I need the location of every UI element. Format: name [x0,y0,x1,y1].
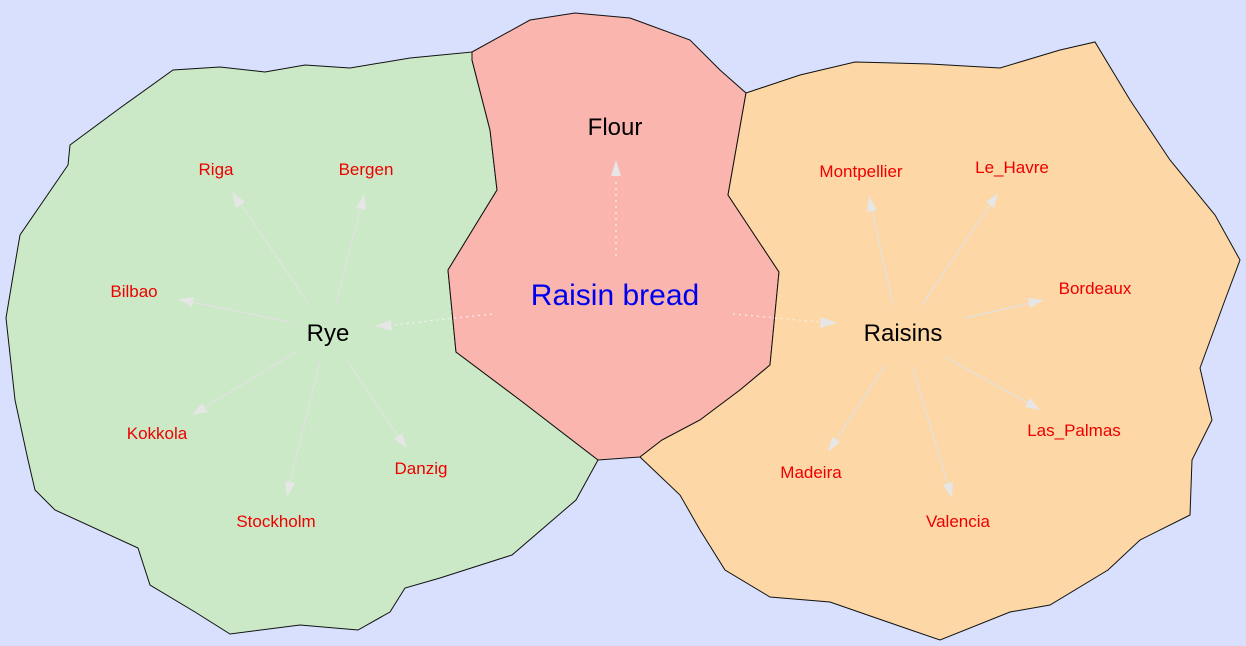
edge-raisins-to-le-havre [921,204,991,306]
leaf-label-madeira: Madeira [780,463,842,482]
arrowhead-madeira [828,437,840,452]
arrowhead-las-palmas [1025,398,1040,410]
edge-rye-to-danzig [347,361,399,437]
leaf-label-stockholm: Stockholm [236,512,315,531]
edge-raisins-to-montpellier [871,209,894,306]
hub-label-raisins: Raisins [864,320,943,347]
leaf-label-las-palmas: Las_Palmas [1027,421,1121,440]
arrowhead-stockholm [285,481,295,497]
edge-rye-to-bergen [335,206,362,304]
arrowhead-raisins [820,317,837,328]
edge-rye-to-kokkola [203,351,297,409]
hub-label-rye: Rye [307,320,350,347]
edge-raisins-to-las-palmas [944,356,1029,404]
leaf-label-bordeaux: Bordeaux [1059,279,1132,298]
arrowhead-danzig [394,433,407,448]
leaf-label-bergen: Bergen [339,160,394,179]
edge-rye-to-riga [239,202,309,304]
hub-label-flour: Flour [588,114,643,141]
edge-rye-to-stockholm [289,361,321,483]
arrowhead-le-havre [986,193,998,208]
leaf-label-riga: Riga [199,160,235,179]
edge-center-to-raisins [732,313,821,323]
arrowhead-kokkola [192,403,208,415]
arrowhead-bilbao [178,297,194,307]
arrowhead-riga [232,192,245,208]
arrowhead-valencia [943,482,953,498]
leaf-label-valencia: Valencia [926,512,990,531]
arrowhead-bergen [356,194,366,210]
arrowhead-flour [611,160,621,176]
leaf-label-le-havre: Le_Havre [975,158,1049,177]
edge-raisins-to-madeira [835,365,886,441]
raisins-region [639,41,1241,641]
leaf-label-bilbao: Bilbao [110,282,157,301]
edge-raisins-to-bordeaux [964,302,1031,319]
leaf-label-montpellier: Montpellier [819,162,902,181]
arrowhead-rye [375,320,392,331]
center-label: Raisin bread [531,279,699,312]
edge-rye-to-bilbao [191,301,291,323]
edge-raisins-to-valencia [911,365,949,486]
leaf-label-kokkola: Kokkola [127,424,188,443]
arrowhead-bordeaux [1028,298,1044,308]
leaf-label-danzig: Danzig [395,459,448,478]
arrowhead-montpellier [867,196,877,212]
